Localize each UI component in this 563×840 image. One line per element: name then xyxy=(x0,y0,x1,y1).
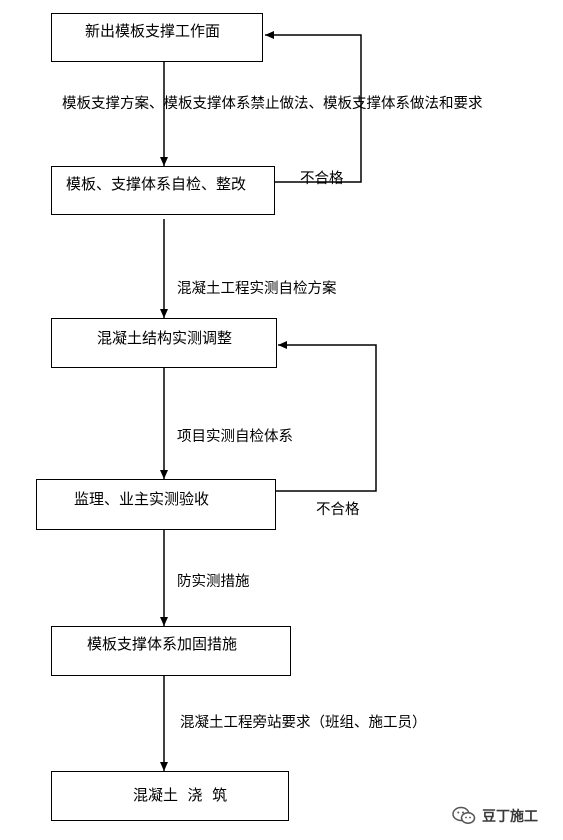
node-label: 混凝土结构实测调整 xyxy=(97,329,233,347)
feedback-arrow-2 xyxy=(276,341,377,492)
feedback-arrow-1 xyxy=(265,31,362,183)
watermark-text: 豆丁施工 xyxy=(482,809,538,825)
node-label: 监理、业主实测验收 xyxy=(74,490,210,508)
node-label: 新出模板支撑工作面 xyxy=(85,22,221,40)
watermark: 豆丁施工 xyxy=(452,804,538,828)
node-label: 模板支撑体系加固措施 xyxy=(87,635,238,653)
edge-label-1: 模板支撑方案、模板支撑体系禁止做法、模板支撑体系做法和要求 xyxy=(62,96,483,112)
edge-label-5: 混凝土工程旁站要求（班组、施工员） xyxy=(180,715,427,731)
node-label: 混凝土 浇 筑 xyxy=(133,786,228,804)
edge-label-3: 项目实测自检体系 xyxy=(177,429,293,445)
node-concrete-pouring: 混凝土 浇 筑 xyxy=(51,771,289,821)
node-label: 模板、支撑体系自检、整改 xyxy=(66,175,247,193)
node-new-formwork-face: 新出模板支撑工作面 xyxy=(51,13,263,62)
fail-label-2: 不合格 xyxy=(316,502,360,518)
node-self-inspection: 模板、支撑体系自检、整改 xyxy=(51,166,275,215)
edge-label-2: 混凝土工程实测自检方案 xyxy=(177,281,337,297)
wechat-icon xyxy=(452,806,476,824)
node-structure-measurement-adjust: 混凝土结构实测调整 xyxy=(51,318,277,368)
node-supervision-acceptance: 监理、业主实测验收 xyxy=(36,479,276,530)
edge-label-4: 防实测措施 xyxy=(177,574,250,590)
node-reinforcement-measures: 模板支撑体系加固措施 xyxy=(51,626,291,676)
fail-label-1: 不合格 xyxy=(300,171,344,187)
